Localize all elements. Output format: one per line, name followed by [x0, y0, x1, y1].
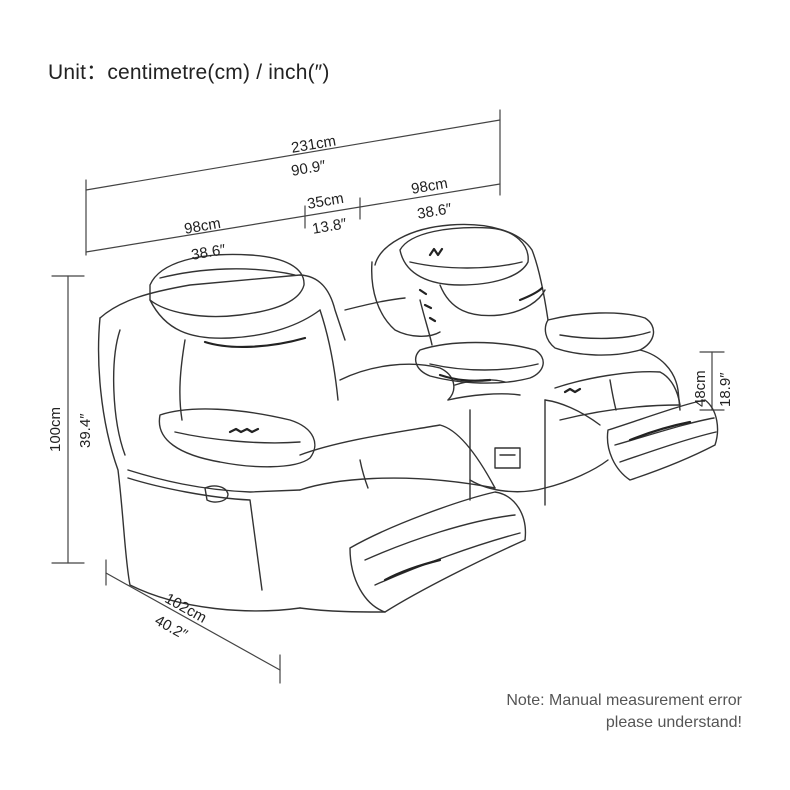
left-recliner: [97, 253, 527, 613]
upholstery-texture: [203, 247, 692, 582]
note-line-2: please understand!: [605, 714, 742, 731]
right-recliner: [371, 223, 719, 489]
height-cm-label: 100cm: [47, 406, 64, 452]
dimension-lines: [51, 109, 725, 684]
note-line-1: Note: Manual measurement error: [506, 692, 742, 709]
seat-height-cm-label: 48cm: [692, 370, 709, 407]
height-in-label: 39.4″: [77, 413, 94, 448]
measurement-note: Note: Manual measurement error please un…: [506, 690, 742, 734]
center-console: [339, 297, 546, 506]
seat-height-in-label: 18.9″: [717, 372, 734, 407]
unit-label: Unit：centimetre(cm) / inch(″): [48, 61, 330, 84]
